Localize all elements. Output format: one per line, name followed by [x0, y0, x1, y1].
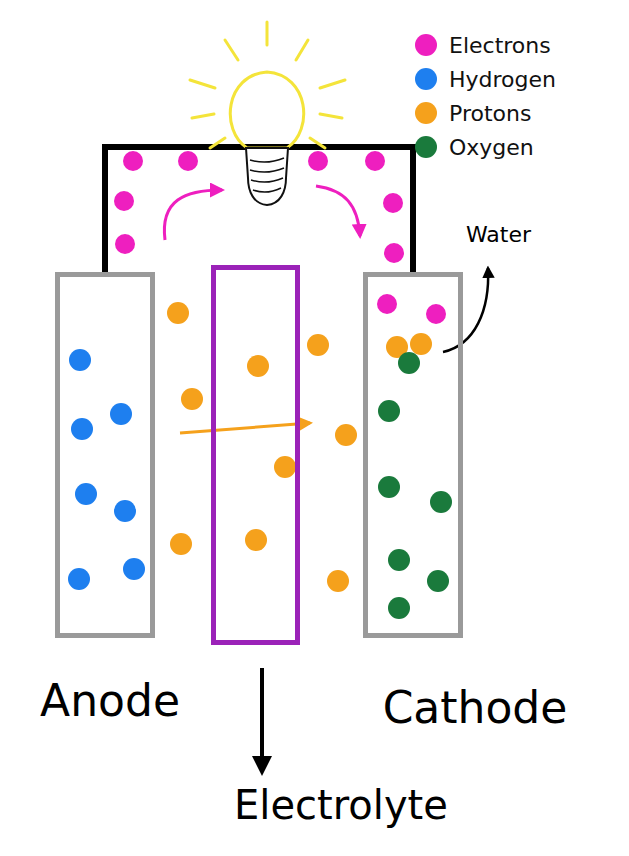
legend-swatch [415, 136, 437, 158]
part-name: Electrolyte [234, 782, 448, 828]
cell-part: Anode [55, 272, 155, 638]
circuit-wire [105, 147, 413, 272]
legend-text: Oxygen [449, 135, 534, 160]
water-leader [443, 268, 488, 352]
part-name: Anode [40, 675, 180, 726]
cell-part: Electrolyte [211, 265, 300, 645]
electron-flow-arrows [164, 186, 360, 240]
light-bulb [190, 22, 345, 205]
legend-row: Oxygen [415, 130, 556, 164]
legend-swatch [415, 34, 437, 56]
electron-dots [114, 151, 446, 324]
legend-row: Hydrogen [415, 62, 556, 96]
legend-row: Electrons [415, 28, 556, 62]
electrolyte-leader [260, 668, 264, 772]
proton-flow-arrow [180, 423, 310, 433]
hydrogen-dots [68, 349, 145, 590]
callout-label: Water [466, 222, 531, 247]
legend-swatch [415, 102, 437, 124]
legend-text: Hydrogen [449, 67, 556, 92]
oxygen-dots [378, 352, 452, 619]
legend-swatch [415, 68, 437, 90]
legend-row: Protons [415, 96, 556, 130]
legend-text: Electrons [449, 33, 551, 58]
legend: ElectronsHydrogenProtonsOxygen [415, 28, 556, 164]
part-name: Cathode [383, 682, 568, 733]
legend-text: Protons [449, 101, 531, 126]
cell-part: Cathode [363, 272, 463, 638]
